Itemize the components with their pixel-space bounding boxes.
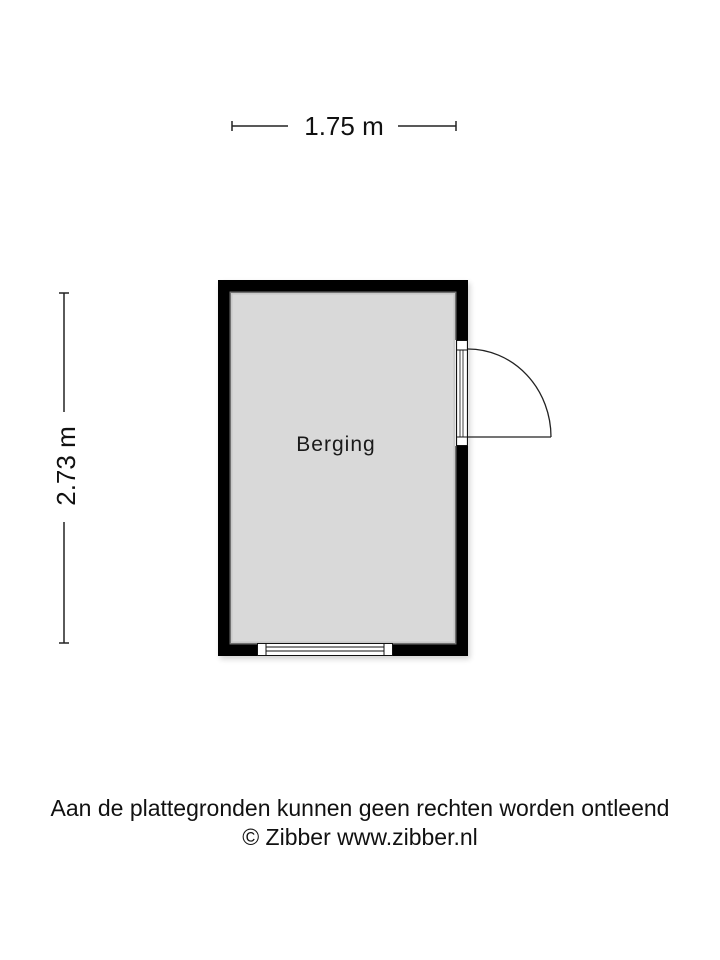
room-floor — [231, 293, 455, 643]
height-dimension-label: 2.73 m — [51, 426, 81, 506]
room-label-berging: Berging — [296, 433, 376, 456]
door — [455, 340, 552, 446]
width-dimension-line — [231, 121, 457, 131]
copyright-text: © Zibber www.zibber.nl — [242, 824, 478, 850]
window — [257, 643, 393, 656]
height-dimension-line — [59, 292, 69, 644]
disclaimer-text: Aan de plattegronden kunnen geen rechten… — [50, 795, 670, 821]
width-dimension-label: 1.75 m — [304, 111, 384, 141]
